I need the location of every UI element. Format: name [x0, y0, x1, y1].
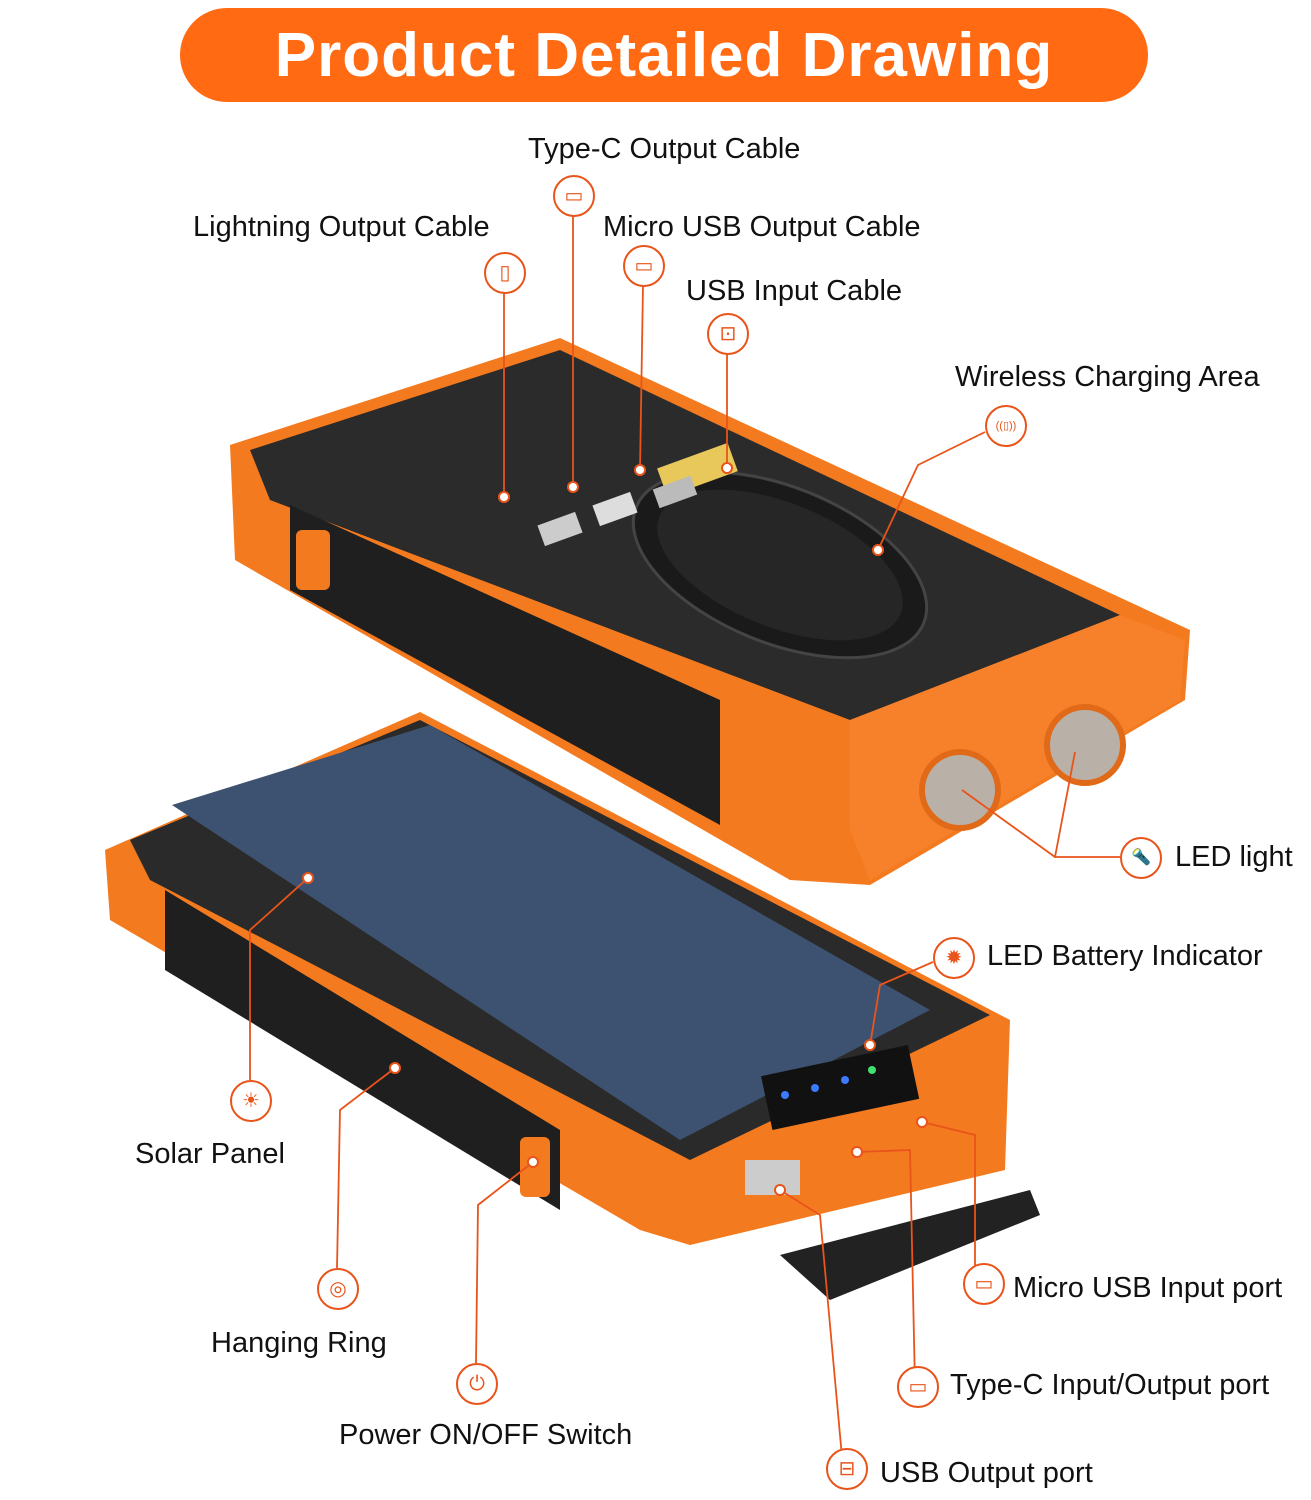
- label-wireless-charging-area: Wireless Charging Area: [955, 361, 1260, 393]
- power-bank-bottom: [105, 712, 1040, 1300]
- usb-port-icon: ⊟: [826, 1448, 868, 1490]
- label-usb-input-cable: USB Input Cable: [686, 275, 903, 307]
- lightning-connector-icon: ▯: [484, 252, 526, 294]
- label-power-switch: Power ON/OFF Switch: [339, 1419, 633, 1451]
- label-lightning-output-cable: Lightning Output Cable: [193, 211, 490, 243]
- label-usb-output-port: USB Output port: [880, 1457, 1093, 1489]
- label-led-battery-indicator: LED Battery Indicator: [987, 940, 1263, 972]
- led-indicator-icon: ✹: [933, 937, 975, 979]
- power-bank-top: [230, 338, 1190, 885]
- label-led-light: LED light: [1175, 841, 1293, 873]
- title: Product Detailed Drawing: [274, 20, 1054, 90]
- label-micro-usb-input-port: Micro USB Input port: [1013, 1272, 1283, 1304]
- hanging-ring-icon: ◎: [317, 1268, 359, 1310]
- solar-panel-icon: ☀: [230, 1080, 272, 1122]
- solar-panel: [172, 725, 930, 1140]
- label-micro-usb-output-cable: Micro USB Output Cable: [603, 211, 921, 243]
- flashlight-icon: 🔦: [1120, 837, 1162, 879]
- micro-usb-connector-icon: ▭: [623, 245, 665, 287]
- wireless-charging-icon: ((▯)): [985, 405, 1027, 447]
- type-c-port-icon: ▭: [897, 1366, 939, 1408]
- title-banner: Product Detailed Drawing: [180, 8, 1148, 102]
- usb-connector-icon: ⊡: [707, 313, 749, 355]
- label-hanging-ring: Hanging Ring: [211, 1327, 387, 1359]
- label-type-c-port: Type-C Input/Output port: [950, 1369, 1270, 1401]
- label-type-c-output-cable: Type-C Output Cable: [528, 133, 801, 165]
- micro-usb-port-icon: ▭: [963, 1263, 1005, 1305]
- type-c-connector-icon: ▭: [553, 175, 595, 217]
- leader-lines: [249, 215, 1120, 1469]
- power-icon: ⏻: [456, 1363, 498, 1405]
- label-solar-panel: Solar Panel: [135, 1138, 285, 1170]
